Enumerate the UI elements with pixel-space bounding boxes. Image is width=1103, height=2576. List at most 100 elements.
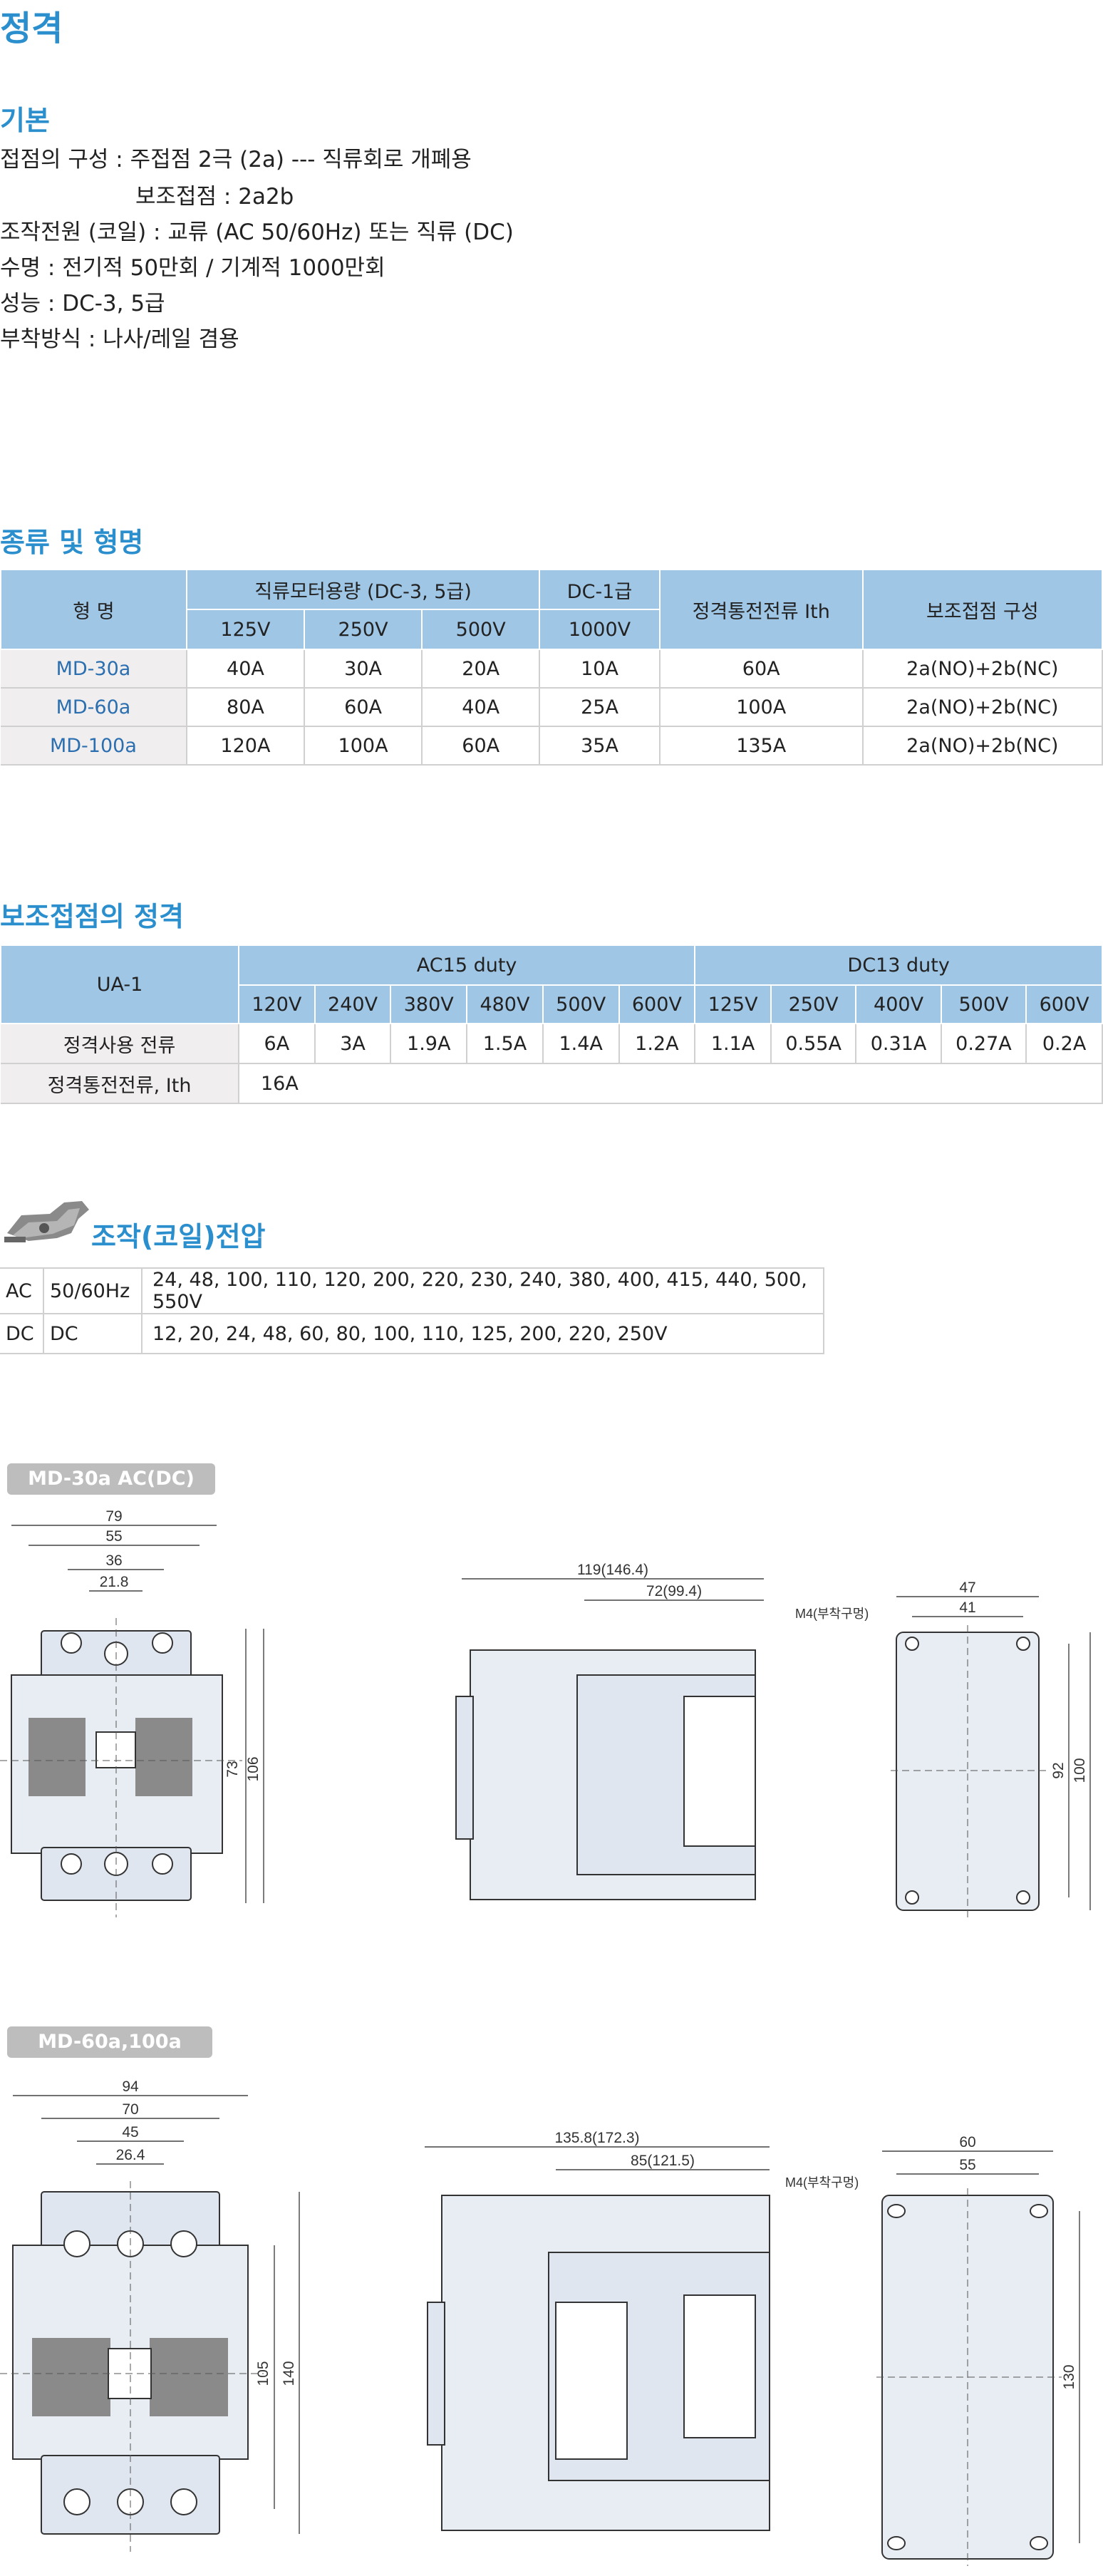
sub-125v: 125V — [185, 609, 306, 650]
mount-view: 47 41 M4(부착구멍) 92 100 — [795, 1580, 1091, 1917]
cell: AC — [0, 1268, 44, 1314]
drawing-md30a: 79 55 36 21.8 73 106 119(146.4) 72(99.4)… — [0, 1508, 1091, 1917]
dim-label: 100 — [1072, 1758, 1088, 1783]
table-row: MD-30a 40A 30A 20A 10A 60A 2a(NO)+2b(NC) — [1, 649, 1103, 689]
dim-label: 106 — [245, 1756, 261, 1781]
cell: 1.5A — [467, 1024, 544, 1064]
cell: 60A — [659, 649, 864, 689]
dim-label: 72(99.4) — [646, 1583, 702, 1599]
dim-label: 105 — [255, 2361, 271, 2386]
dim-label: 85(121.5) — [631, 2153, 695, 2169]
volt-header: 250V — [770, 984, 857, 1024]
coil-table: AC 50/60Hz 24, 48, 100, 110, 120, 200, 2… — [0, 1267, 824, 1354]
cell: 1.1A — [695, 1024, 772, 1064]
cell: 0.31A — [856, 1024, 942, 1064]
table-row: MD-60a 80A 60A 40A 25A 100A 2a(NO)+2b(NC… — [1, 688, 1103, 727]
spec-line: 부착방식 : 나사/레일 겸용 — [0, 326, 239, 352]
basic-heading: 기본 — [0, 105, 50, 136]
aux-heading: 보조접점의 정격 — [0, 901, 184, 932]
dim-label: M4(부착구멍) — [785, 2175, 859, 2190]
table-row: MD-100a 120A 100A 60A 35A 135A 2a(NO)+2b… — [1, 726, 1103, 766]
h-dc13: DC13 duty — [694, 944, 1103, 986]
cell: 1.2A — [618, 1024, 696, 1064]
dim-label: 26.4 — [116, 2147, 145, 2163]
spec-line: 보조접점 : 2a2b — [135, 184, 294, 210]
cell: 50/60Hz — [43, 1268, 143, 1314]
cell: 16A — [239, 1063, 1103, 1104]
volt-header: 120V — [238, 984, 316, 1024]
cell: 60A — [422, 726, 541, 766]
cell: 100A — [659, 688, 864, 727]
sub-250v: 250V — [303, 609, 423, 650]
model-cell: MD-60a — [1, 688, 187, 727]
sub-500v: 500V — [421, 609, 541, 650]
spec-line: 접점의 구성 : 주접점 2극 (2a) --- 직류회로 개폐용 — [0, 147, 472, 172]
h-aux: 보조접점 구성 — [861, 569, 1103, 650]
cell: 2a(NO)+2b(NC) — [862, 726, 1103, 766]
cell: 30A — [304, 649, 423, 689]
row-label: 정격사용 전류 — [1, 1024, 239, 1064]
page-title: 정격 — [0, 9, 63, 48]
h-dc1: DC-1급 — [539, 569, 661, 610]
drawing-md60a-100a: 94 70 45 26.4 105 140 135.8(172.3) 85(12… — [0, 2078, 1080, 2566]
front-view: 94 70 45 26.4 105 140 — [0, 2078, 300, 2552]
dim-label: 47 — [959, 1580, 975, 1596]
cell: 40A — [186, 649, 306, 689]
dim-label: 45 — [122, 2124, 138, 2140]
table-row: DC DC 12, 20, 24, 48, 60, 80, 100, 110, … — [0, 1314, 824, 1354]
mount-view: 60 55 M4(부착구멍) 130 — [785, 2134, 1080, 2566]
cell: 1.9A — [390, 1024, 468, 1064]
dim-label: 130 — [1061, 2364, 1077, 2389]
cell: DC — [43, 1314, 143, 1354]
types-table: 형 명 직류모터용량 (DC-3, 5급) DC-1급 정격통전전류 Ith 보… — [0, 569, 1103, 766]
h-motor: 직류모터용량 (DC-3, 5급) — [185, 569, 541, 610]
cell: 80A — [186, 688, 306, 727]
dim-label: 55 — [959, 2157, 975, 2173]
contactor-icon — [4, 1201, 89, 1242]
volt-header: 480V — [466, 984, 544, 1024]
sub-1000v: 1000V — [539, 609, 661, 650]
cell: 12, 20, 24, 48, 60, 80, 100, 110, 125, 2… — [142, 1314, 824, 1354]
spec-line: 수명 : 전기적 50만회 / 기계적 1000만회 — [0, 255, 385, 281]
front-view: 79 55 36 21.8 73 106 — [0, 1508, 264, 1917]
volt-header: 600V — [1025, 984, 1103, 1024]
dim-label: 135.8(172.3) — [554, 2130, 639, 2146]
side-view: 119(146.4) 72(99.4) — [455, 1562, 764, 1900]
coil-heading: 조작(코일)전압 — [91, 1221, 266, 1252]
volt-header: 240V — [314, 984, 392, 1024]
model-cell: MD-30a — [1, 649, 187, 689]
dim-label: 119(146.4) — [577, 1562, 648, 1578]
h-ua: UA-1 — [0, 944, 239, 1024]
row-label: 정격통전전류, Ith — [1, 1063, 239, 1104]
cell: 40A — [422, 688, 541, 727]
cell: 0.2A — [1026, 1024, 1103, 1064]
dim-label: 94 — [122, 2078, 139, 2095]
dim-label: 36 — [105, 1552, 122, 1569]
volt-header: 500V — [940, 984, 1027, 1024]
drawing-tag: MD-60a,100a AC(DC) — [7, 2026, 212, 2084]
dim-label: 60 — [959, 2134, 975, 2150]
cell: 24, 48, 100, 110, 120, 200, 220, 230, 24… — [142, 1268, 824, 1314]
side-view: 135.8(172.3) 85(121.5) — [425, 2130, 770, 2531]
h-ac15: AC15 duty — [237, 944, 696, 986]
cell: 3A — [314, 1024, 392, 1064]
model-cell: MD-100a — [1, 726, 187, 766]
dim-label: M4(부착구멍) — [795, 1607, 869, 1621]
types-heading: 종류 및 형명 — [0, 527, 144, 558]
dim-label: 21.8 — [100, 1574, 129, 1590]
spec-line: 조작전원 (코일) : 교류 (AC 50/60Hz) 또는 직류 (DC) — [0, 220, 514, 245]
volt-header: 380V — [390, 984, 468, 1024]
dim-width: 79 — [105, 1508, 122, 1525]
dim-label: 92 — [1050, 1762, 1067, 1778]
volt-header: 500V — [542, 984, 620, 1024]
volt-header: 400V — [855, 984, 942, 1024]
cell: 2a(NO)+2b(NC) — [862, 688, 1103, 727]
dim-label: 41 — [959, 1599, 975, 1616]
spec-line: 성능 : DC-3, 5급 — [0, 291, 165, 316]
table-row: 정격사용 전류 6A 3A 1.9A 1.5A 1.4A 1.2A 1.1A 0… — [1, 1024, 1103, 1064]
h-ith: 정격통전전류 Ith — [658, 569, 864, 650]
aux-table: UA-1 AC15 duty DC13 duty 120V 240V 380V … — [0, 944, 1103, 1104]
drawing-tag: MD-30a AC(DC) — [7, 1463, 215, 1495]
dim-label: 140 — [281, 2361, 297, 2386]
table-row: 정격통전전류, Ith 16A — [1, 1063, 1103, 1104]
